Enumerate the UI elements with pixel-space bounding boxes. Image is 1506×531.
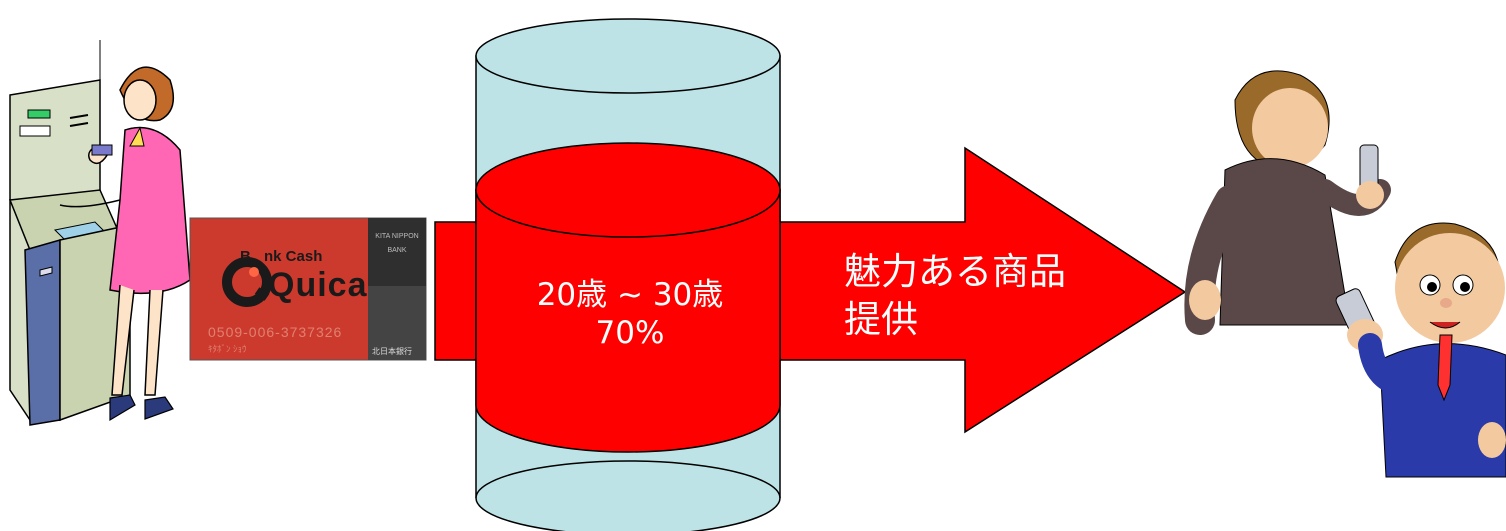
cylinder-shape — [475, 18, 781, 531]
cylinder-label-line1: 20歳 ~ 30歳 — [536, 277, 724, 313]
arrow-label: 魅力ある商品 提供 — [844, 248, 1066, 344]
card-name: Quica — [268, 266, 368, 304]
arrow-label-line2: 提供 — [844, 298, 918, 341]
bank-card: B nk Cash Quica 0509-006-3737326 ｷﾀﾎﾞﾝ ｼ… — [190, 218, 368, 360]
card-brand-small: B — [240, 248, 251, 265]
cylinder-label-line2: 70% — [595, 315, 665, 351]
woman-atm-icon — [8, 40, 191, 426]
card-holder: ｷﾀﾎﾞﾝ ｼｮｳ — [208, 344, 247, 354]
card-bank-jp: 北日本銀行 — [372, 347, 412, 356]
card-brand: nk Cash — [264, 248, 323, 265]
cylinder-label: 20歳 ~ 30歳 70% — [480, 276, 780, 352]
bank-card-icon — [189, 217, 427, 361]
arrow-label-line1: 魅力ある商品 — [844, 250, 1066, 293]
card-number: 0509-006-3737326 — [208, 324, 343, 340]
businessmen-icon — [1184, 70, 1506, 478]
card-bank-side: KITA NIPPON BANK — [375, 233, 419, 254]
